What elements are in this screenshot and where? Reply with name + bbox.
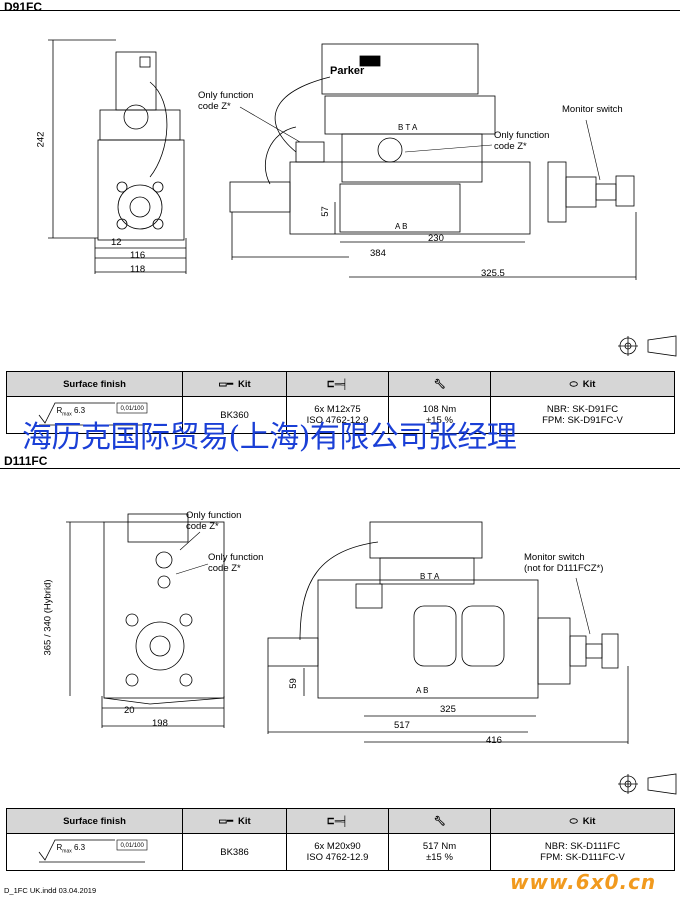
roughness-symbol-2 [38,839,147,862]
cell-roughness-2: Rmax 6.3 0,01/100 [6,833,183,871]
header-seal-kit-2: Kit [582,815,596,827]
header-seal-kit: Kit [582,378,596,390]
wrench-icon: 🔧︎ [433,378,446,390]
dim-325: 325 [440,704,456,715]
projection-symbol-2 [618,773,677,795]
watermark-text: 海历克国际贸易(上海)有限公司张经理 [22,420,517,455]
top-rule [0,10,680,11]
dim-20: 20 [124,705,135,716]
cell-kit-2: BK386 [182,833,287,871]
projection-symbol [618,335,677,357]
d111fc-drawing [66,513,677,795]
roughness-symbol [38,402,147,425]
site-logo: www.6x0.cn [510,870,657,894]
dim-116: 116 [130,250,146,261]
label-monitor-switch: Monitor switch [562,104,623,115]
spec-table-d91fc: Surface finish ▭━ Kit ⊏═╡ 🔧︎ ⬭ Kit Rmax 6.… [6,371,675,434]
caliper-icon: ⊏═╡ [326,815,349,827]
cell-kit: BK360 [182,396,287,434]
dim-242: 242 [35,131,47,148]
brand-logo: Parker [330,65,365,77]
bolt-icon: ▭━ [218,378,234,390]
dim-517: 517 [394,720,410,731]
cell-torque: 108 Nm±15 % [388,396,491,434]
dim-57: 57 [319,206,331,217]
section-rule [0,468,680,469]
d91fc-drawing: Parker [48,39,677,357]
ports-bottom-2: A B [416,686,429,695]
oring-icon: ⬭ [569,378,578,390]
oring-icon: ⬭ [569,815,578,827]
dim-12: 12 [111,237,122,248]
bolt-icon: ▭━ [218,815,234,827]
section-title-2: D111FC [4,454,48,468]
ports-bottom: A B [395,222,408,231]
ports-top: B T A [398,123,418,132]
spec-table-d111fc: Surface finish ▭━ Kit ⊏═╡ 🔧︎ ⬭ Kit Rmax 6.… [6,808,675,871]
caliper-icon: ⊏═╡ [326,378,349,390]
valve-body-top [321,43,479,95]
footer-text: D_1FC UK.indd 03.04.2019 [4,886,97,895]
wrench-icon: 🔧︎ [433,815,446,827]
header-kit-2: Kit [238,815,251,827]
dim-365-340: 365 / 340 (Hybrid) [42,579,54,656]
dim-384: 384 [370,248,386,259]
dim-325-5: 325.5 [481,268,505,279]
dim-230: 230 [428,233,444,244]
dim-198: 198 [152,718,168,729]
cell-roughness: Rmax 6.3 0,01/100 [6,396,183,434]
section-title: D91FC [4,0,43,14]
header-surface-finish-2: Surface finish [6,808,183,834]
dim-59: 59 [287,678,299,689]
header-surface-finish: Surface finish [6,371,183,397]
dim-118: 118 [130,264,146,275]
ports-top-2: B T A [420,572,440,581]
label-monitor-switch-2: Monitor switch(not for D111FCZ*) [524,552,604,574]
dim-416: 416 [486,735,502,746]
header-kit: Kit [238,378,251,390]
cell-torque-2: 517 Nm±15 % [388,833,491,871]
